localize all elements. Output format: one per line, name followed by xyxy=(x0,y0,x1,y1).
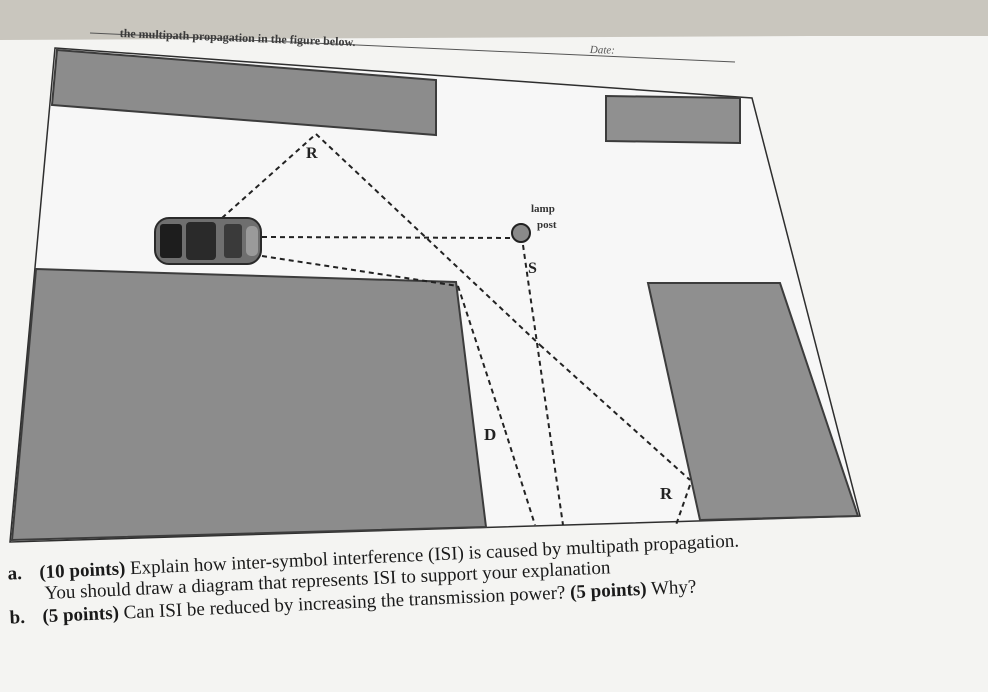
ray-diffracted-continued xyxy=(504,429,536,526)
ray-scattered xyxy=(522,244,564,526)
ray-to-top-reflection xyxy=(221,133,317,219)
reflection-label-top: R xyxy=(306,145,318,162)
ray-reflection-continued xyxy=(539,344,691,481)
reflection-label-bottom: R xyxy=(660,484,673,503)
lamp-post-label-line1: lamp xyxy=(531,203,555,215)
lamp-post-label-line2: post xyxy=(537,219,557,231)
question-b-text-after: Why? xyxy=(650,576,697,600)
question-b-letter: b. xyxy=(9,606,26,629)
date-label: Date: xyxy=(589,44,616,57)
building-bottom-left xyxy=(10,267,488,542)
diffraction-label: D xyxy=(484,425,496,444)
scattering-label: S xyxy=(528,260,537,277)
propagation-rays xyxy=(221,133,691,526)
question-b-points-after: (5 points) xyxy=(569,578,648,604)
ray-reflected-back xyxy=(675,484,691,526)
ray-direct xyxy=(261,236,516,239)
ray-from-top-reflection xyxy=(315,133,541,346)
ray-to-diffraction-edge xyxy=(261,255,459,287)
question-b-points: (5 points) xyxy=(41,602,120,628)
question-a-letter: a. xyxy=(7,563,23,585)
building-top-left xyxy=(50,48,437,137)
building-bottom-right xyxy=(646,282,860,522)
car-icon xyxy=(154,217,262,265)
building-top-right xyxy=(605,94,741,145)
lamp-post-icon xyxy=(511,223,531,243)
ray-diffracted xyxy=(457,285,506,431)
header-underline xyxy=(89,32,736,63)
